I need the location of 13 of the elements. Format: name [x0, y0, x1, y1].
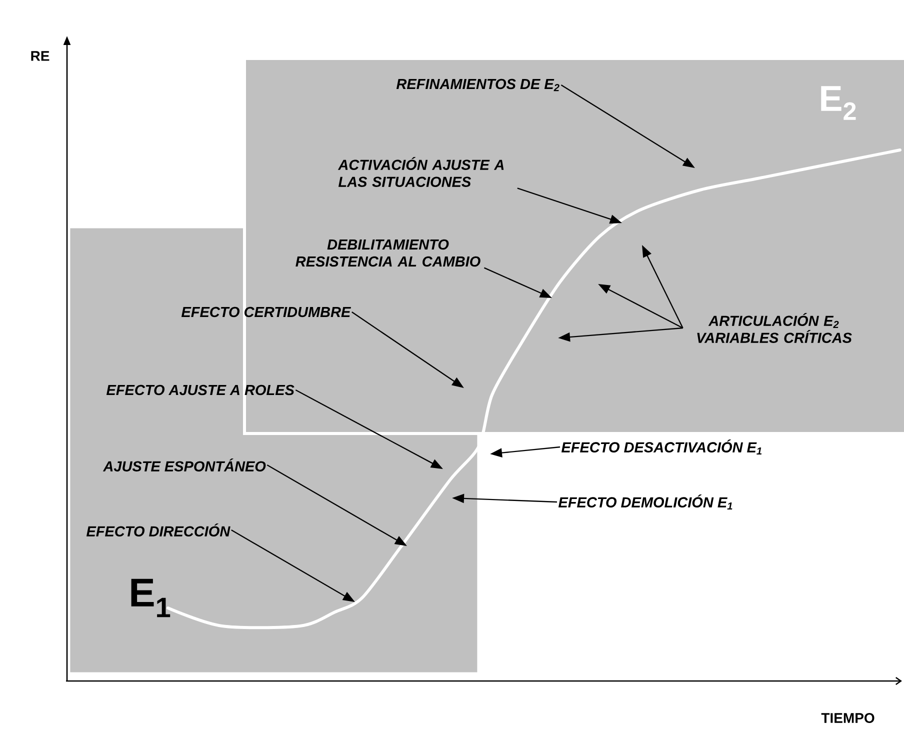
node-label: E$_{1}$: [131, 578, 170, 618]
annotation-text: EFECTO CERTIDUMBRE: [181, 306, 352, 318]
axis-label: TIEMPO: [821, 713, 874, 723]
annotation-text: DEBILITAMIENTO RESISTENCIA AL CAMBIO: [296, 239, 480, 267]
axis-label: RE: [31, 51, 50, 61]
annotation-text: ACTIVACIÓN AJUSTE A LAS SITUACIONES: [338, 157, 504, 187]
annotation-text: EFECTO AJUSTE A ROLES: [106, 384, 294, 396]
annotation-text: ARTICULACIÓN E$_{2}$ VARIABLES CRÍTICAS: [697, 313, 852, 343]
annotation-text: AJUSTE ESPONTÁNEO: [102, 458, 266, 472]
annotation-text: EFECTO DIRECCIÓN: [86, 524, 230, 536]
annotation-text: REFINAMIENTOS DE E$_{2}$: [396, 78, 560, 92]
annotation-text: EFECTO DEMOLICIÓN E$_{1}$: [558, 494, 732, 510]
annotation-text: EFECTO DESACTIVACIÓN E$_{1}$: [561, 440, 762, 454]
